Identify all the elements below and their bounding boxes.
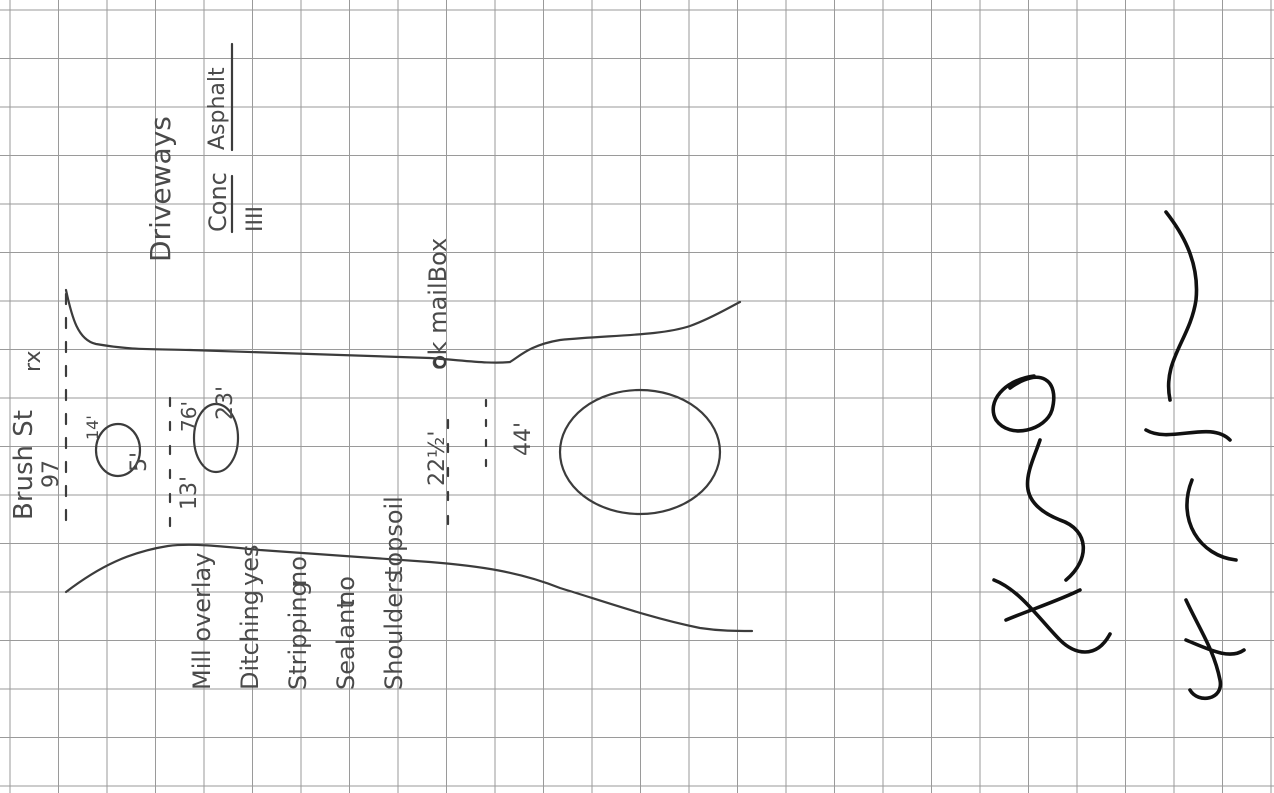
circle-5ft xyxy=(94,422,142,478)
street-number: 97 xyxy=(39,460,64,488)
dimensions: 14' 13' 5' 76' 23' 22½' 44' xyxy=(83,386,536,510)
checklist-item-label: Shoulders xyxy=(380,571,408,690)
dimension-label: 23' xyxy=(213,386,238,420)
checklist-item-label: Mill overlay xyxy=(188,553,216,690)
checklist-item-label: Ditching xyxy=(236,590,264,690)
checklist-item-value: yes xyxy=(236,545,264,586)
dimension-label: 76' xyxy=(177,401,201,432)
dimension-label: 5' xyxy=(127,452,152,472)
road-edge-top xyxy=(64,288,742,364)
dimension-label: 22½' xyxy=(425,431,450,486)
checklist: Mill overlay Ditching yes Stripping no S… xyxy=(188,496,408,690)
dimension-label: 44' xyxy=(511,422,536,456)
circle-76ft xyxy=(192,402,240,474)
driveways-conc-tally: IIII xyxy=(243,206,268,232)
driveways-asphalt-label: Asphalt xyxy=(205,67,230,150)
dimension-label: 14' xyxy=(83,415,102,440)
driveways-conc-label: Conc xyxy=(204,172,232,232)
checklist-item-label: Stripping xyxy=(284,581,312,690)
signature-2 xyxy=(1144,210,1246,701)
checklist-item-value: topsoil xyxy=(380,496,408,576)
dimension-label: 13' xyxy=(177,476,202,510)
checklist-item-label: Sealant xyxy=(332,599,360,690)
circle-mailbox-area xyxy=(558,388,722,516)
checklist-item-value: no xyxy=(284,556,312,586)
checklist-item-value: no xyxy=(332,576,360,606)
mailbox-marker xyxy=(433,355,447,369)
road-edge-lines xyxy=(64,288,754,633)
street-name: Brush St xyxy=(9,410,39,520)
driveways-heading: Driveways xyxy=(144,116,177,262)
signature-1 xyxy=(991,374,1112,654)
mailbox-note: ok mailBox xyxy=(424,238,452,370)
street-suffix: rx xyxy=(21,351,46,372)
road-edge-bottom xyxy=(64,543,754,633)
